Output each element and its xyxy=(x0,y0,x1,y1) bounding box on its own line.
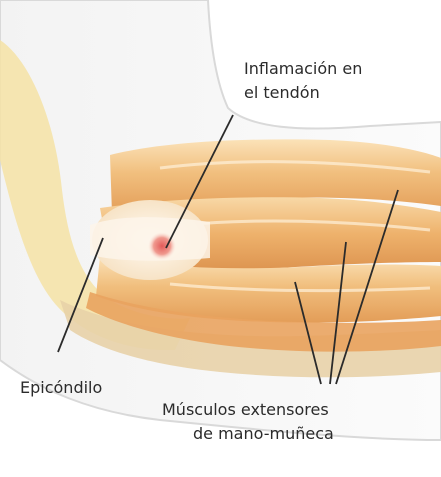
inflammation-spot xyxy=(148,232,176,260)
muscle-leader-1 xyxy=(294,281,322,385)
muscle-bottom xyxy=(86,292,441,352)
epicondyle-label: Epicóndilo xyxy=(20,378,103,397)
inflammation-label-line1: Inflamación en xyxy=(244,59,363,78)
muscle-leader-3 xyxy=(335,189,399,385)
inflammation-label-line2: el tendón xyxy=(244,83,320,102)
epicondyle-leader xyxy=(57,237,104,353)
muscles-label-line2: de mano-muñeca xyxy=(193,424,334,443)
inflammation-leader xyxy=(165,114,234,249)
muscles-label-line1: Músculos extensores xyxy=(162,400,329,419)
muscle-leader-2 xyxy=(329,241,347,385)
leader-lines xyxy=(57,114,399,385)
humerus-bone xyxy=(0,40,190,351)
